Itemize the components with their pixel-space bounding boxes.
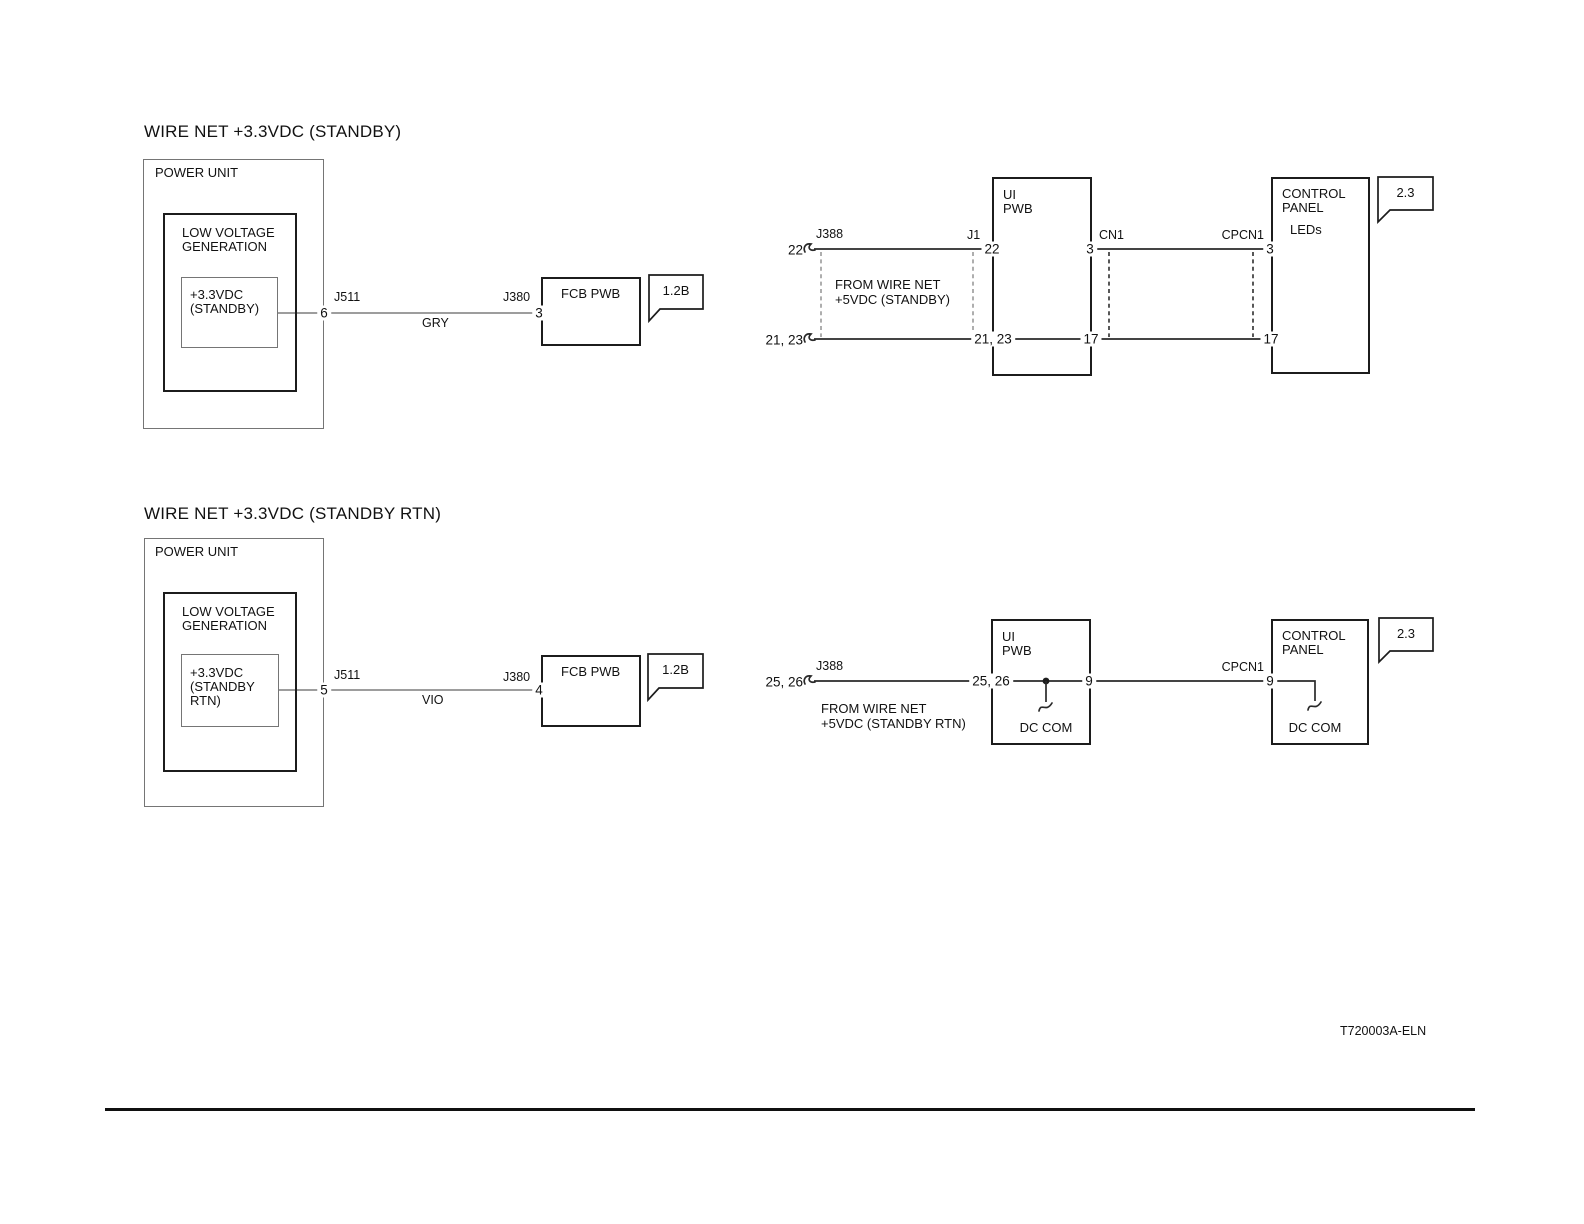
d1-lvg-label-line1: LOW VOLTAGE — [182, 225, 275, 240]
d1-control-panel-label-line1: CONTROL — [1282, 186, 1346, 201]
d2-ui-pwb-label-line1: UI — [1002, 629, 1015, 644]
d2-fcb-pwb-box: FCB PWB — [541, 655, 641, 727]
d2-pin-j511: 5 — [317, 682, 331, 698]
d2-cp-dccom-drop — [1274, 680, 1316, 701]
callout-balloon-1-2b — [648, 274, 704, 324]
d1-pin-cn1-top: 3 — [1083, 241, 1097, 257]
d2-source-label-line3: RTN) — [190, 693, 221, 708]
d1-pin-j1-bottom: 21, 23 — [971, 331, 1015, 347]
d2-source-label-line2: (STANDBY — [190, 679, 255, 694]
d2-cp-dccom-label: DC COM — [1288, 720, 1342, 735]
d2-lvg-label-line1: LOW VOLTAGE — [182, 604, 275, 619]
d2-cpcn1-label: CPCN1 — [1221, 660, 1264, 674]
d1-wires — [278, 176, 1434, 343]
d1-source-label-line1: +3.3VDC — [190, 287, 244, 302]
d1-source-box: +3.3VDC (STANDBY) — [181, 277, 278, 348]
d2-control-panel-box: CONTROL PANEL — [1271, 619, 1369, 745]
d1-fcb-pwb-box: FCB PWB — [541, 277, 641, 346]
d2-j511-label: J511 — [334, 668, 361, 682]
ground-squiggle-icon — [1038, 702, 1053, 712]
d1-ui-pwb-box: UI PWB — [992, 177, 1092, 376]
d2-source-label-line1: +3.3VDC — [190, 665, 244, 680]
callout-balloon-2-3 — [1378, 617, 1434, 665]
d2-callout-fcb-text: 1.2B — [662, 662, 689, 677]
footer-rule — [105, 1108, 1475, 1111]
d1-fcb-pwb-label: FCB PWB — [561, 286, 621, 301]
callout-balloon-1-2b — [647, 653, 704, 703]
d1-cpcn1-label: CPCN1 — [1221, 228, 1264, 242]
break-squiggle-icon — [803, 675, 816, 685]
d1-ui-pwb-label-line1: UI — [1003, 187, 1016, 202]
d1-pin-cpcn1-bottom: 17 — [1260, 331, 1282, 347]
ground-squiggle-icon — [1307, 701, 1322, 711]
d1-j380-label: J380 — [503, 290, 531, 304]
d1-callout-cp-text: 2.3 — [1396, 185, 1415, 200]
d2-pin-j388: 25, 26 — [765, 674, 803, 690]
d2-callout-cp-text: 2.3 — [1396, 626, 1416, 641]
d2-title: WIRE NET +3.3VDC (STANDBY RTN) — [144, 504, 442, 523]
d1-pin-j380: 3 — [532, 305, 546, 321]
d1-power-unit-label: POWER UNIT — [155, 165, 239, 180]
d2-j380-label: J380 — [503, 670, 531, 684]
d1-pin-j388-bottom: 21, 23 — [765, 332, 803, 348]
d1-leds-label: LEDs — [1290, 222, 1322, 237]
d1-control-panel-box: CONTROL PANEL LEDs — [1271, 177, 1370, 374]
d1-power-unit-box: POWER UNIT — [143, 159, 324, 429]
d2-power-unit-box: POWER UNIT — [144, 538, 324, 807]
d1-j1-label: J1 — [967, 228, 981, 242]
d1-pin-j388-top: 22 — [787, 242, 803, 258]
d1-title: WIRE NET +3.3VDC (STANDBY) — [144, 122, 402, 141]
d2-pin-cpcn1: 9 — [1263, 673, 1277, 689]
d2-note-line2: +5VDC (STANDBY RTN) — [821, 716, 966, 731]
break-squiggle-icon — [803, 333, 816, 343]
d1-callout-fcb-text: 1.2B — [662, 283, 690, 298]
d2-j388-label: J388 — [816, 659, 844, 673]
drawing-number: T720003A-ELN — [1340, 1024, 1427, 1038]
d2-power-unit-label: POWER UNIT — [155, 544, 239, 559]
d1-control-panel-label-line2: PANEL — [1282, 200, 1324, 215]
d1-wire-color-label: GRY — [422, 316, 449, 330]
d1-source-label-line2: (STANDBY) — [190, 301, 260, 316]
d1-j388-label: J388 — [816, 227, 844, 241]
d2-note-line1: FROM WIRE NET — [821, 701, 927, 716]
d2-control-panel-label-line2: PANEL — [1282, 642, 1324, 657]
callout-balloon-2-3 — [1377, 176, 1434, 225]
d1-lvg-label-line2: GENERATION — [182, 239, 267, 254]
d2-wire-color-label: VIO — [422, 693, 444, 707]
d2-from-wire-net-note: FROM WIRE NET+5VDC (STANDBY RTN) — [821, 701, 966, 731]
d1-pin-cn1-bottom: 17 — [1080, 331, 1102, 347]
d1-pin-j1-top: 22 — [981, 241, 1003, 257]
d1-note-line1: FROM WIRE NET — [835, 277, 941, 292]
d1-low-voltage-box: LOW VOLTAGE GENERATION — [163, 213, 297, 392]
d2-pin-ui-right: 9 — [1082, 673, 1096, 689]
d2-fcb-pwb-label: FCB PWB — [561, 664, 621, 679]
break-squiggle-icon — [803, 243, 816, 253]
d1-j511-label: J511 — [334, 290, 361, 304]
d2-ui-dccom-label: DC COM — [1019, 720, 1073, 735]
d1-pin-cpcn1-top: 3 — [1263, 241, 1277, 257]
d1-note-line2: +5VDC (STANDBY) — [835, 292, 950, 307]
d2-control-panel-label-line1: CONTROL — [1282, 628, 1346, 643]
d2-lvg-label-line2: GENERATION — [182, 618, 267, 633]
d1-from-wire-net-note: FROM WIRE NET+5VDC (STANDBY) — [835, 277, 950, 307]
d2-low-voltage-box: LOW VOLTAGE GENERATION — [163, 592, 297, 772]
d1-ui-pwb-label-line2: PWB — [1003, 201, 1033, 216]
d2-pin-j380: 4 — [532, 682, 546, 698]
d1-cn1-label: CN1 — [1099, 228, 1125, 242]
d2-pin-ui-left: 25, 26 — [969, 673, 1013, 689]
d1-pin-j511: 6 — [317, 305, 331, 321]
d2-source-box: +3.3VDC (STANDBY RTN) — [181, 654, 279, 727]
d2-ui-pwb-label-line2: PWB — [1002, 643, 1032, 658]
